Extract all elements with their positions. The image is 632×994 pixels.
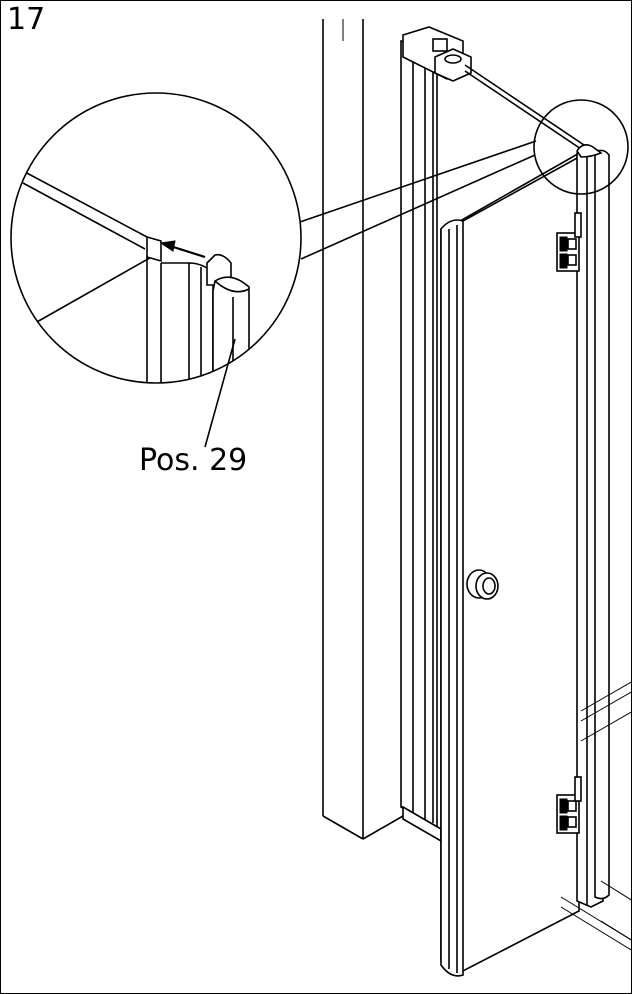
wall-profile [400,26,472,843]
lower-hinge [556,776,582,834]
hinge-profile [576,143,610,908]
upper-hinge [556,212,582,272]
detail-marker-circle [533,99,629,195]
door-knob [466,569,499,600]
magnified-detail-circle [10,92,302,384]
part-callout-label: Pos. 29 [139,443,248,478]
wall-post [322,19,404,840]
magnified-detail [11,93,301,383]
leader-line-lower [300,154,536,260]
door-panel [440,155,580,977]
callout-leader [204,338,236,448]
leader-line-upper [296,140,537,224]
background-lines [560,681,631,951]
step-number: 17 [7,2,46,37]
